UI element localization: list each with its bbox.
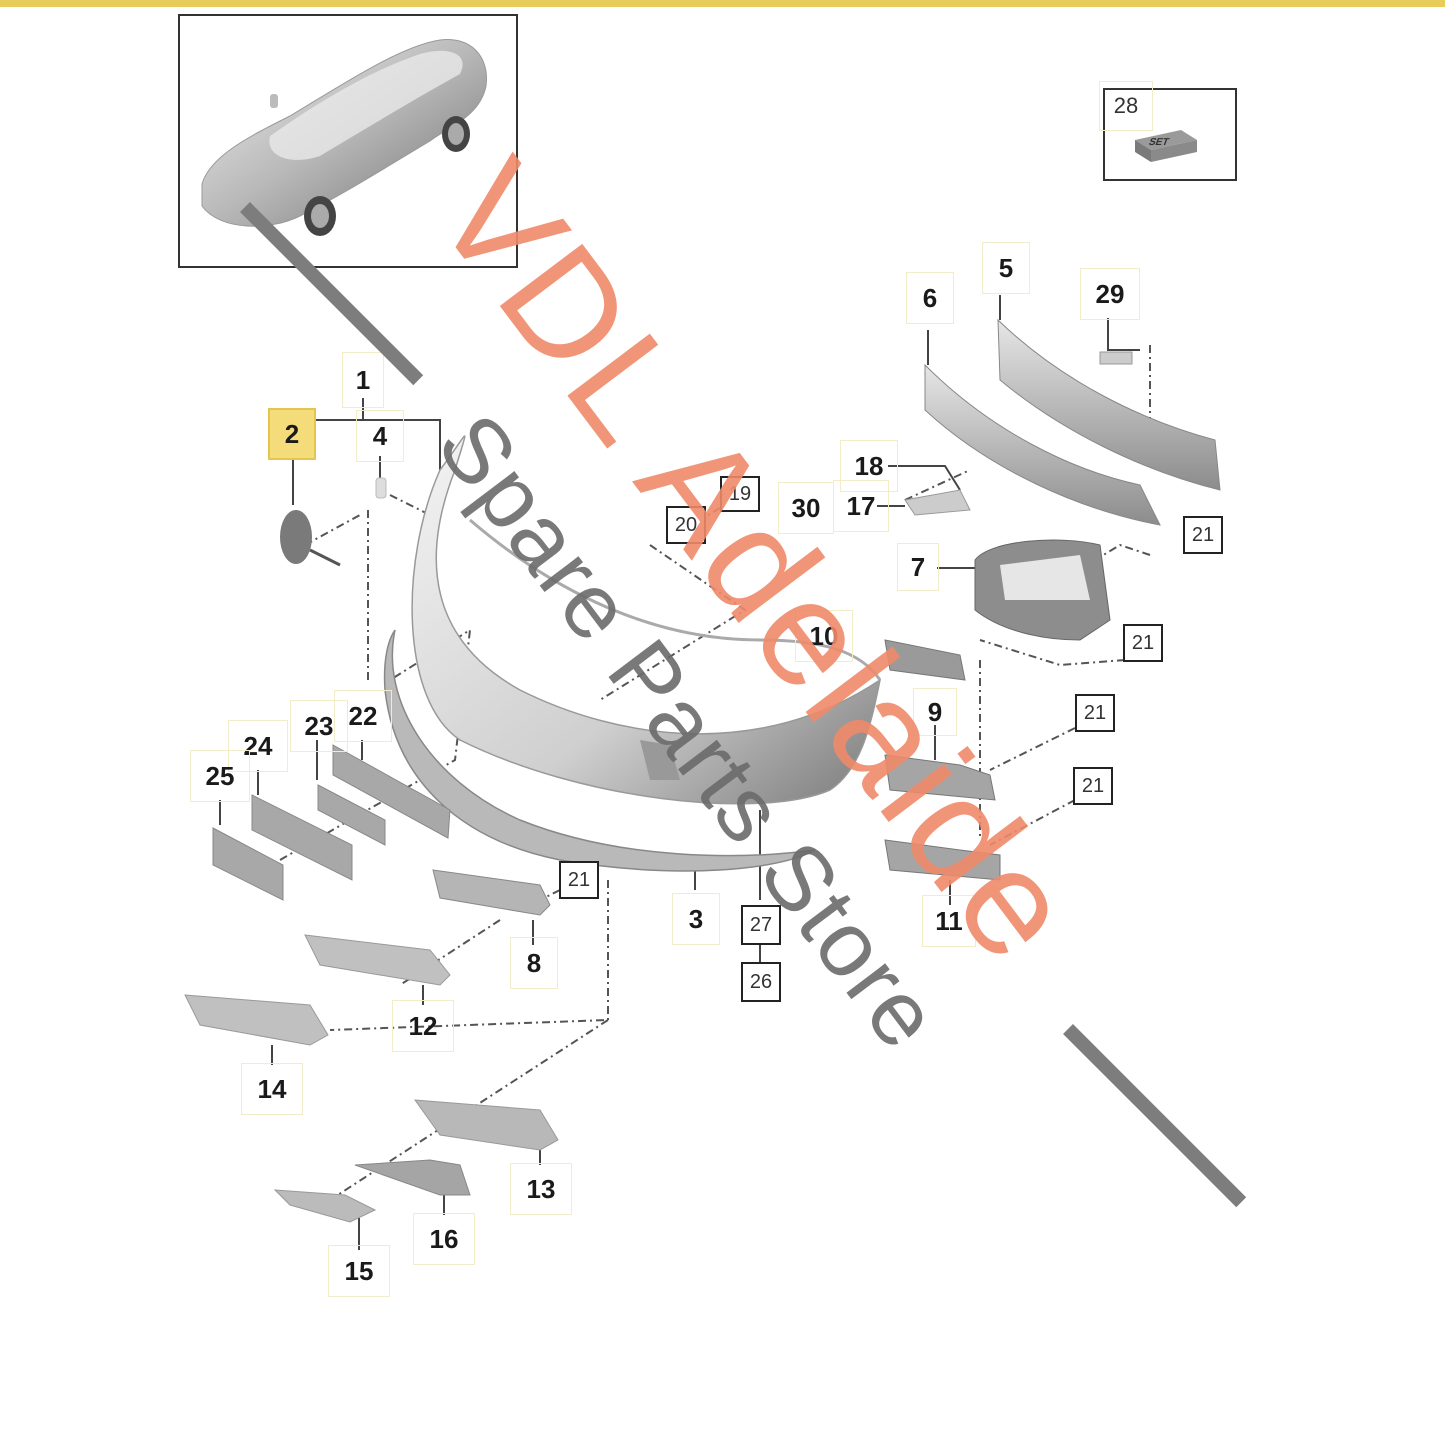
label-2-selected[interactable]: 2	[268, 408, 316, 460]
label-7[interactable]: 7	[897, 543, 939, 591]
label-6[interactable]: 6	[906, 272, 954, 324]
label-12[interactable]: 12	[392, 1000, 454, 1052]
label-21-d[interactable]: 21	[1073, 767, 1113, 805]
label-30[interactable]: 30	[778, 482, 834, 534]
label-28[interactable]: 28	[1099, 81, 1153, 131]
label-25[interactable]: 25	[190, 750, 250, 802]
label-24[interactable]: 24	[228, 720, 288, 772]
label-29[interactable]: 29	[1080, 268, 1140, 320]
label-17[interactable]: 17	[833, 480, 889, 532]
top-accent-bar	[0, 0, 1445, 7]
label-13[interactable]: 13	[510, 1163, 572, 1215]
set-kit-icon: SET	[1135, 130, 1197, 162]
car-overview-icon	[201, 39, 487, 236]
label-10[interactable]: 10	[795, 610, 853, 662]
label-16[interactable]: 16	[413, 1213, 475, 1265]
label-9[interactable]: 9	[913, 688, 957, 736]
label-15[interactable]: 15	[328, 1245, 390, 1297]
repair-kit-box[interactable]: 28 SET	[1099, 81, 1237, 181]
label-14[interactable]: 14	[241, 1063, 303, 1115]
label-22[interactable]: 22	[334, 690, 392, 742]
label-21-c[interactable]: 21	[1075, 694, 1115, 732]
label-3[interactable]: 3	[672, 893, 720, 945]
tow-hook-cover-part	[280, 510, 312, 564]
label-21-e[interactable]: 21	[559, 861, 599, 899]
label-27[interactable]: 27	[741, 905, 781, 945]
label-20[interactable]: 20	[666, 506, 706, 544]
label-26[interactable]: 26	[741, 962, 781, 1002]
label-8[interactable]: 8	[510, 937, 558, 989]
label-1[interactable]: 1	[342, 352, 384, 408]
label-11[interactable]: 11	[922, 895, 976, 947]
vehicle-overview-frame	[178, 14, 518, 268]
label-18[interactable]: 18	[840, 440, 898, 492]
label-21-a[interactable]: 21	[1183, 516, 1223, 554]
label-4[interactable]: 4	[356, 410, 404, 462]
label-5[interactable]: 5	[982, 242, 1030, 294]
label-19[interactable]: 19	[720, 476, 760, 512]
svg-text:SET: SET	[1147, 137, 1171, 148]
label-21-b[interactable]: 21	[1123, 624, 1163, 662]
label-23[interactable]: 23	[290, 700, 348, 752]
